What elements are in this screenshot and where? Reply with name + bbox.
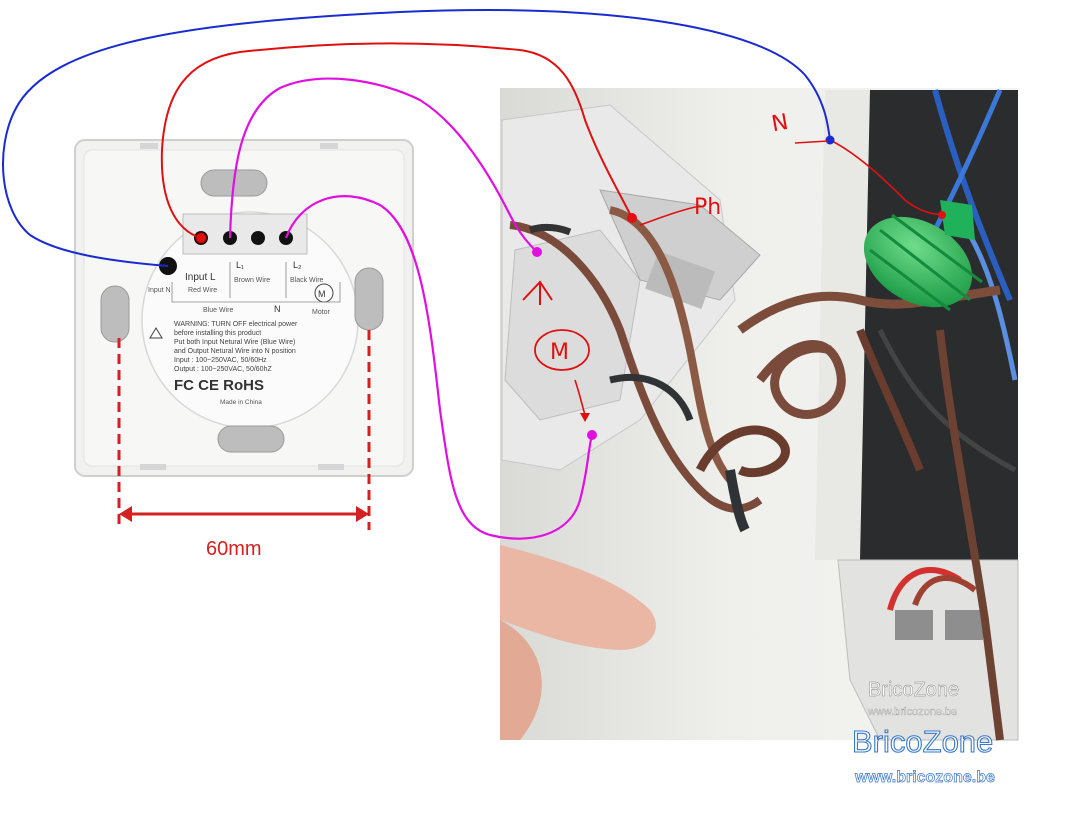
left-mounting-slot bbox=[100, 285, 130, 343]
annotation-m: M bbox=[550, 340, 569, 365]
magenta-wire-l1 bbox=[228, 77, 538, 253]
label-l1: L₁ bbox=[236, 260, 244, 270]
coiled-wire bbox=[756, 340, 846, 419]
magenta-wire-l2 bbox=[284, 195, 594, 540]
neutral-nut-dot bbox=[938, 211, 946, 219]
black-wire bbox=[725, 469, 750, 533]
annotation-n: N bbox=[770, 110, 791, 137]
label-blue-wire: Blue Wire bbox=[203, 307, 233, 314]
finger bbox=[500, 545, 656, 650]
warning-line-6: Output : 100~250VAC, 50/60hZ bbox=[174, 366, 272, 373]
brown-wire-1 bbox=[509, 221, 763, 513]
terminal-spare bbox=[251, 231, 265, 245]
watermark-brand-large: BricoZone bbox=[852, 724, 993, 759]
right-mounting-slot bbox=[354, 267, 384, 331]
label-input-n: Input N bbox=[148, 287, 171, 294]
watermark: BricoZone www.bricozone.be BricoZone www… bbox=[851, 679, 995, 787]
neutral-link-wire bbox=[829, 139, 943, 216]
watermark-url-large: www.bricozone.be bbox=[854, 769, 995, 786]
warning-line-3: Put both Input Netural Wire (Blue Wire) bbox=[174, 339, 295, 346]
certification-marks: FC CE RoHS bbox=[174, 377, 264, 394]
warning-line-1: WARNING: TURN OFF electrical power bbox=[174, 321, 298, 328]
warning-line-5: Input : 100~250VAC, 50/60Hz bbox=[174, 357, 267, 364]
l1-junction-dot bbox=[532, 247, 542, 257]
made-in-label: Made in China bbox=[220, 399, 262, 406]
red-phase-wire bbox=[160, 42, 633, 239]
hand-drawn-wires bbox=[2, 9, 946, 540]
label-n: N bbox=[274, 304, 281, 314]
warning-line-2: before installing this product bbox=[174, 330, 261, 337]
phase-junction-dot bbox=[627, 213, 637, 223]
warning-line-4: and Output Netural Wire into N position bbox=[174, 348, 296, 355]
label-brown-wire: Brown Wire bbox=[234, 277, 270, 284]
label-red-wire: Red Wire bbox=[188, 287, 217, 294]
wall-cavity bbox=[845, 90, 1018, 560]
l2-junction-dot bbox=[587, 430, 597, 440]
label-l2: L₂ bbox=[293, 260, 302, 270]
label-motor: Motor bbox=[312, 309, 331, 316]
wall-box-photo bbox=[500, 88, 1019, 741]
dimension-label: 60mm bbox=[206, 538, 262, 560]
watermark-brand-small: BricoZone bbox=[868, 679, 959, 701]
annotations: N Ph M bbox=[522, 110, 829, 422]
switch-module: Input L Red Wire L₁ Brown Wire L₂ Black … bbox=[74, 139, 414, 560]
arrow-up-annotation bbox=[522, 280, 553, 305]
input-l-red-dot bbox=[195, 232, 207, 244]
annotation-ph: Ph bbox=[694, 195, 721, 220]
svg-text:M: M bbox=[318, 289, 326, 299]
bottom-mounting-slot bbox=[217, 425, 285, 453]
m-circle bbox=[534, 329, 590, 371]
neutral-junction-dot bbox=[825, 135, 835, 145]
blue-neutral-wire bbox=[2, 9, 831, 267]
label-black-wire: Black Wire bbox=[290, 277, 324, 284]
green-wire-nut bbox=[863, 200, 983, 312]
lower-socket bbox=[837, 559, 1019, 741]
label-input-l: Input L bbox=[185, 272, 216, 283]
watermark-url-small: www.bricozone.be bbox=[867, 706, 957, 718]
